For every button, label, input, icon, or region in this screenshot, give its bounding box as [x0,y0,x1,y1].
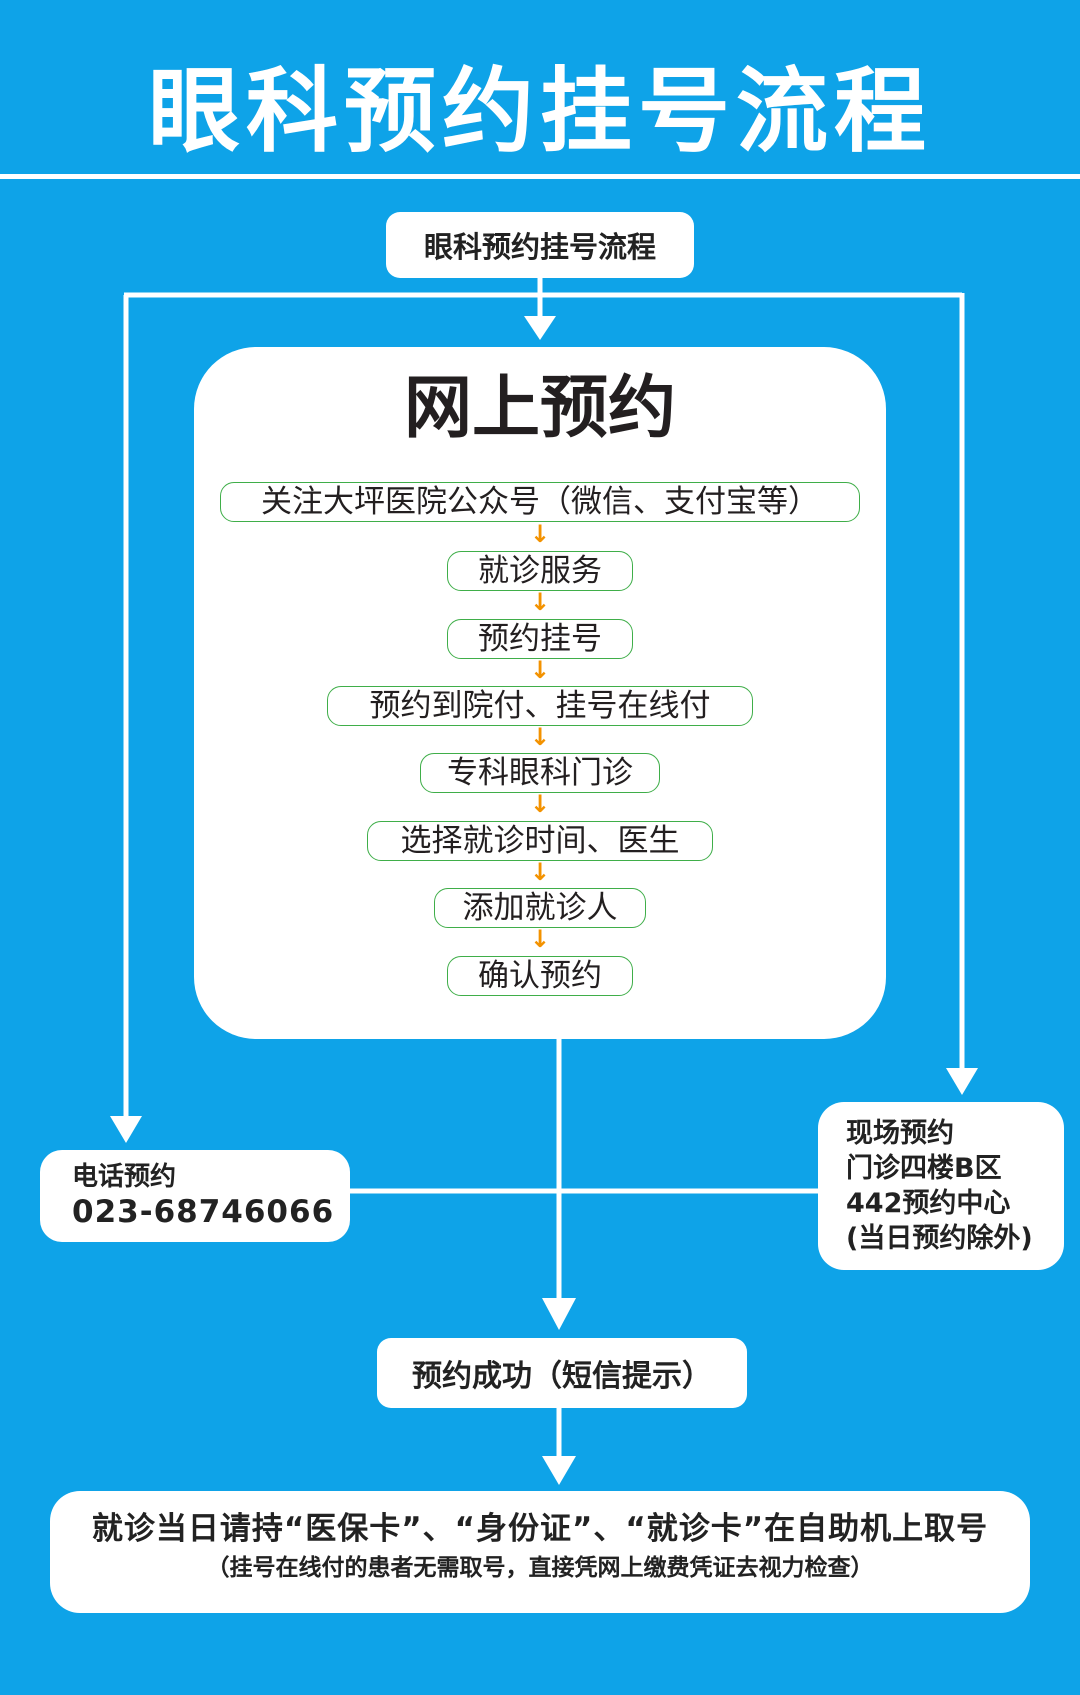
onsite-line: (当日预约除外) [846,1223,1033,1254]
onsite-line: 门诊四楼B区 [846,1153,1002,1184]
onsite-line: 442预约中心 [846,1188,1011,1219]
onsite-booking-box: 现场预约 门诊四楼B区 442预约中心 (当日预约除外) [818,1102,1064,1270]
page-title: 眼科预约挂号流程 [147,58,932,165]
down-arrow-icon: ↓ [529,790,551,818]
phone-booking-label: 电话预约 [72,1162,177,1192]
down-arrow-icon: ↓ [529,520,551,548]
arrowhead-to-onsite [946,1068,978,1095]
visit-day-instructions-box: 就诊当日请持“医保卡”、“身份证”、“就诊卡”在自助机上取号 （挂号在线付的患者… [50,1491,1030,1613]
phone-booking-box: 电话预约 023-68746066 [40,1150,350,1242]
arrowhead-to-phone [110,1116,142,1143]
visit-day-instruction: 就诊当日请持“医保卡”、“身份证”、“就诊卡”在自助机上取号 [91,1511,989,1547]
arrowhead-to-final [542,1456,576,1485]
down-arrow-icon: ↓ [529,656,551,684]
step-ophthalmology-clinic: 专科眼科门诊 [420,753,660,793]
online-booking-heading: 网上预约 [403,369,676,448]
step-confirm-appointment: 确认预约 [447,956,633,996]
down-arrow-icon: ↓ [529,858,551,886]
down-arrow-icon: ↓ [529,925,551,953]
step-select-time-doctor: 选择就诊时间、医生 [367,821,713,861]
visit-day-note: （挂号在线付的患者无需取号，直接凭网上缴费凭证去视力检查） [206,1555,874,1581]
step-payment-method: 预约到院付、挂号在线付 [327,686,753,726]
step-follow-account: 关注大坪医院公众号（微信、支付宝等） [220,482,860,522]
arrowhead-to-success [542,1298,576,1330]
step-medical-service: 就诊服务 [447,551,633,591]
phone-number: 023-68746066 [72,1194,335,1230]
title-divider [0,174,1080,179]
booking-success-box: 预约成功（短信提示） [377,1338,747,1408]
flow-start-box: 眼科预约挂号流程 [386,212,694,278]
down-arrow-icon: ↓ [529,723,551,751]
arrowhead-to-online [524,316,556,340]
step-appointment: 预约挂号 [447,619,633,659]
step-add-patient: 添加就诊人 [434,888,646,928]
down-arrow-icon: ↓ [529,588,551,616]
onsite-line: 现场预约 [846,1118,954,1149]
